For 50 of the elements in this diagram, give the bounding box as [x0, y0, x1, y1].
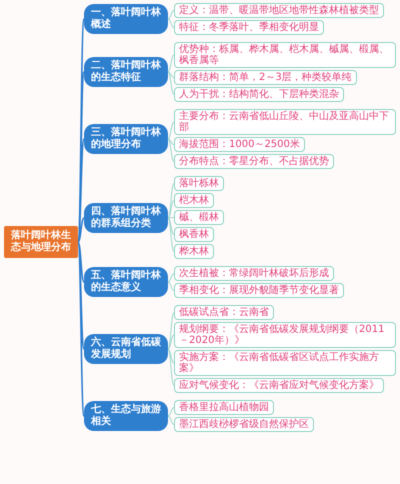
- leaf-topic-box: 香格里拉高山植物园: [174, 400, 274, 415]
- leaf-topic-box: 墨江西歧桫椤省级自然保护区: [174, 417, 314, 432]
- connector-line: [168, 348, 174, 364]
- connector-line: [168, 407, 174, 416]
- leaf-topic-box: 优势种：栎属、桦木属、桤木属、槭属、椴属、枫香属等: [174, 42, 396, 68]
- leaf-topic-box: 槭、椴林: [174, 210, 224, 225]
- central-topic-box: 落叶阔叶林生态与地理分布: [4, 226, 78, 258]
- connector-line: [168, 18, 174, 28]
- connector-line: [168, 200, 174, 218]
- connector-line: [168, 10, 174, 20]
- leaf-topic-box: 枫香林: [174, 227, 214, 242]
- leaf-topic-box: 次生植被：常绿阔叶林破坏后形成: [174, 266, 334, 281]
- leaf-topic-box: 特征：冬季落叶、季相变化明显: [174, 20, 324, 35]
- connector-line: [77, 217, 85, 243]
- leaf-topic-box: 桤木林: [174, 193, 214, 208]
- leaf-topic-box: 桦木林: [174, 244, 214, 259]
- connector-line: [168, 218, 174, 235]
- branch-topic-pill: 二、落叶阔叶林的生态特征: [84, 57, 168, 87]
- leaf-topic-box: 实施方案：《云南省低碳省区试点工作实施方案》: [174, 350, 396, 376]
- leaf-topic-box: 应对气候变化：《云南省应对气候变化方案》: [174, 378, 384, 393]
- branch-topic-pill: 四、落叶阔叶林的群系组分类: [84, 203, 168, 233]
- connector-line: [168, 138, 174, 162]
- connector-line: [168, 72, 174, 95]
- connector-line: [168, 122, 174, 140]
- connector-line: [168, 312, 174, 350]
- leaf-topic-box: 季相变化：展现外貌随季节变化显著: [174, 283, 344, 298]
- leaf-topic-box: 海拔范围：1000～2500米: [174, 137, 305, 152]
- branch-topic-pill: 六、云南省低碳发展规划: [84, 334, 168, 364]
- branch-topic-pill: 一、落叶阔叶林概述: [84, 4, 168, 34]
- leaf-topic-box: 群落结构：简单，2～3层，种类较单纯: [174, 70, 357, 85]
- leaf-topic-box: 主要分布：云南省低山丘陵、中山及亚高山中下部: [174, 109, 396, 135]
- connector-line: [168, 334, 174, 350]
- connector-line: [168, 183, 174, 218]
- connector-line: [168, 54, 174, 72]
- leaf-topic-box: 落叶栎林: [174, 176, 224, 191]
- connector-line: [77, 242, 85, 282]
- leaf-topic-box: 低碳试点省：云南省: [174, 305, 274, 320]
- branch-topic-pill: 七、生态与旅游相关: [84, 401, 168, 431]
- leaf-topic-box: 分布特点：零星分布、不占据优势: [174, 154, 334, 169]
- connector-line: [168, 348, 174, 386]
- leaf-topic-box: 定义：温带、暖温带地区地带性森林植被类型: [174, 3, 384, 18]
- connector-line: [168, 273, 174, 282]
- branch-topic-pill: 五、落叶阔叶林的生态意义: [84, 267, 168, 297]
- leaf-topic-box: 人为干扰：结构简化、下层种类混杂: [174, 87, 344, 102]
- connector-line: [168, 282, 174, 291]
- connector-line: [168, 218, 174, 252]
- connector-line: [77, 242, 85, 416]
- branch-topic-pill: 三、落叶阔叶林的地理分布: [84, 124, 168, 154]
- connector-line: [168, 416, 174, 425]
- leaf-topic-box: 规划纲要：《云南省低碳发展规划纲要（2011－2020年）》: [174, 322, 396, 348]
